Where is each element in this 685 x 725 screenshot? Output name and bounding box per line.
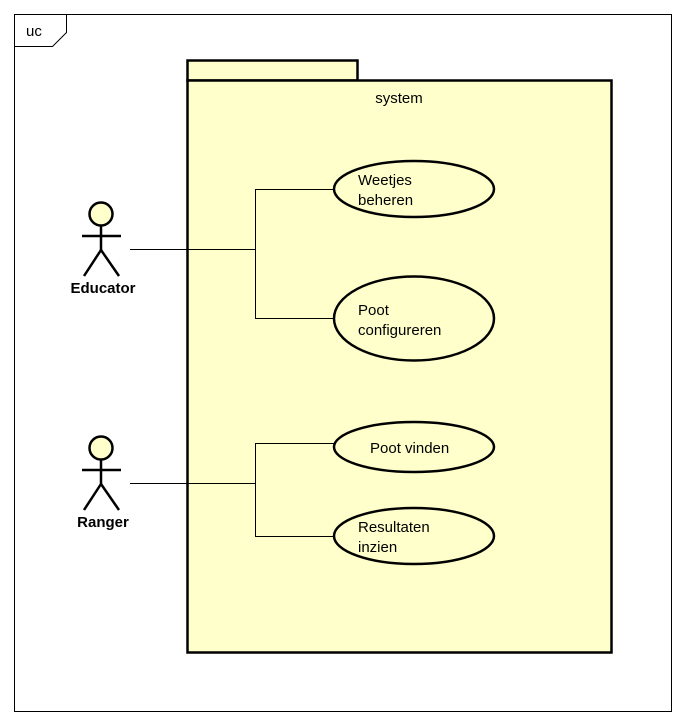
actor-educator-right-leg bbox=[99, 249, 121, 277]
frame-border bbox=[14, 14, 672, 712]
actor-ranger-head bbox=[88, 435, 114, 461]
frame-tab bbox=[14, 14, 67, 47]
use-case-resultaten-inzien-ellipse bbox=[332, 506, 496, 566]
system-label: system bbox=[375, 90, 423, 107]
use-case-poot-vinden-label: Poot vinden bbox=[370, 440, 449, 457]
use-case-resultaten-inzien-label-line1: Resultaten bbox=[358, 519, 430, 536]
actor-ranger[interactable]: Ranger bbox=[77, 435, 129, 532]
use-case-poot-configureren-ellipse bbox=[332, 275, 496, 362]
use-case-weetjes-beheren-label-line1: Weetjes bbox=[358, 172, 412, 189]
frame-label: uc bbox=[26, 23, 42, 40]
actor-ranger-right-leg bbox=[99, 483, 121, 511]
use-case-poot-vinden[interactable]: Poot vinden bbox=[332, 420, 496, 474]
association-educator-weetjes-beheren[interactable] bbox=[130, 189, 334, 250]
use-case-poot-configureren-label-line2: configureren bbox=[358, 322, 441, 339]
uc-frame: uc bbox=[14, 14, 672, 712]
actor-educator-label: Educator bbox=[70, 280, 135, 297]
use-case-poot-configureren-label-line1: Poot bbox=[358, 302, 390, 319]
use-case-weetjes-beheren-label-line2: beheren bbox=[358, 192, 413, 209]
association-ranger-resultaten-inzien[interactable] bbox=[255, 483, 335, 537]
association-educator-poot-configureren[interactable] bbox=[255, 249, 335, 319]
association-ranger-poot-vinden[interactable] bbox=[130, 443, 334, 484]
actor-educator-head bbox=[88, 201, 114, 227]
associations bbox=[130, 189, 335, 537]
use-case-poot-vinden-ellipse bbox=[332, 420, 496, 474]
actor-ranger-left-leg bbox=[82, 483, 103, 511]
use-case-weetjes-beheren-ellipse bbox=[332, 159, 496, 219]
use-case-resultaten-inzien[interactable]: Resultaten inzien bbox=[332, 506, 496, 566]
use-case-resultaten-inzien-label-line2: inzien bbox=[358, 539, 397, 556]
use-case-poot-configureren[interactable]: Poot configureren bbox=[332, 275, 496, 362]
actor-educator-left-leg bbox=[82, 249, 103, 277]
use-case-weetjes-beheren[interactable]: Weetjes beheren bbox=[332, 159, 496, 219]
actor-ranger-label: Ranger bbox=[77, 514, 129, 531]
system-package-tab bbox=[186, 59, 359, 82]
actor-educator[interactable]: Educator bbox=[70, 201, 136, 298]
